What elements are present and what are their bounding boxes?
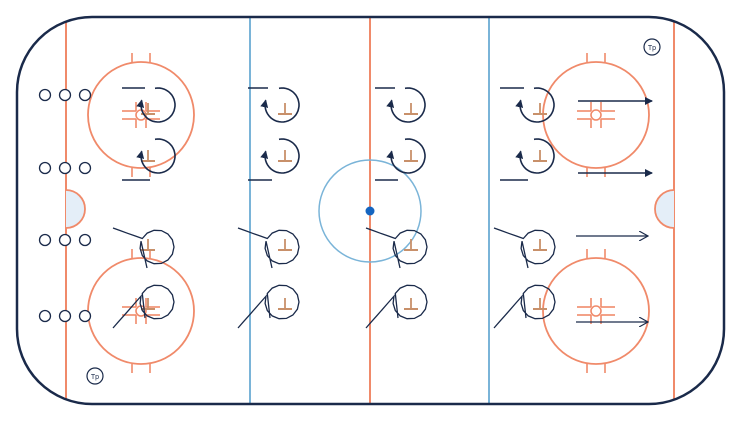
player-circle-icon [38,309,52,323]
player-circle-icon [38,233,52,247]
faceoff-circle [542,249,650,373]
faceoff-circle [87,249,195,373]
player-group [38,88,92,102]
goal-crease-left [65,189,86,229]
arrow-path-icon [515,138,555,174]
coach-marker-top-right: Tp [643,38,661,56]
arrow-path-icon [136,87,176,123]
player-circle-icon [58,161,72,175]
pylon-icon [404,103,418,115]
pylon-icon [278,298,292,310]
coach-label: Tp [648,45,656,52]
rink-boards [15,15,726,406]
player-circle-icon [78,161,92,175]
player-circle-icon [58,233,72,247]
pylon-icon [278,103,292,115]
pylon-icon [141,150,155,162]
pylon-icon [404,150,418,162]
arrow-path-icon [136,138,176,174]
player-circle-icon [78,88,92,102]
pylon-icon [141,298,155,310]
arrow-path-icon [260,87,300,123]
pylon-icon [278,239,292,251]
faceoff-dot [590,109,602,121]
player-group [38,309,92,323]
faceoff-circle [87,53,195,177]
wavy-path-icon [112,284,175,329]
wavy-path-icon [493,284,556,329]
pylon-icon [533,150,547,162]
player-circle-icon [78,309,92,323]
arrow-path-icon [515,87,555,123]
wavy-path-icon [365,227,428,269]
pylon-icon [278,150,292,162]
faceoff-dot [590,305,602,317]
coach-label: Tp [91,374,99,381]
wavy-path-icon [112,227,175,269]
player-group [38,161,92,175]
player-circle-icon [78,233,92,247]
pylon-icon [533,239,547,251]
faceoff-circle [542,53,650,177]
arrow-path-icon [260,138,300,174]
wavy-path-icon [365,284,428,329]
player-circle-icon [38,161,52,175]
pylon-icon [404,298,418,310]
player-circle-icon [58,309,72,323]
arrow-path-icon [386,138,426,174]
player-group [38,233,92,247]
wavy-path-icon [237,284,300,329]
goal-crease-right [654,189,675,229]
player-circle-icon [38,88,52,102]
player-circle-icon [58,88,72,102]
pylon-icon [533,298,547,310]
center-circle [318,159,422,263]
wavy-path-icon [237,227,300,269]
center-dot [365,206,375,216]
arrow-path-icon [386,87,426,123]
coach-marker-bottom-left: Tp [86,367,104,385]
pylon-icon [404,239,418,251]
wavy-path-icon [493,227,556,269]
pylon-icon [533,103,547,115]
